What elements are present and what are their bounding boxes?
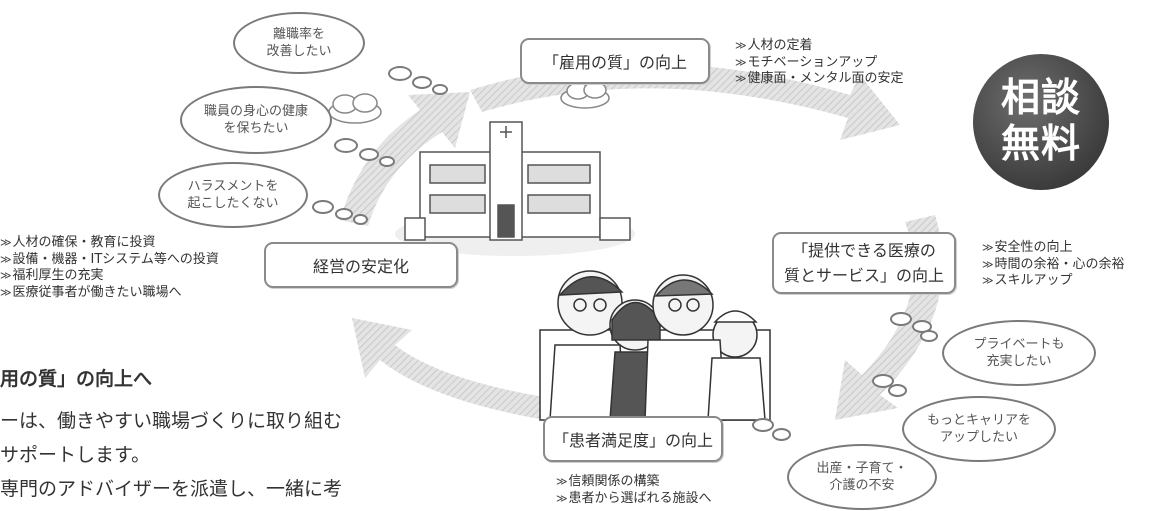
thought-harassment-tail-1 — [312, 200, 334, 214]
list-care-benefits: 安全性の向上 時間の余裕・心の余裕 スキルアップ — [982, 240, 1125, 290]
thought-childcare-line2: 介護の不安 — [829, 478, 895, 493]
box-patient-satisfaction-label: 「患者満足度」の向上 — [552, 431, 713, 450]
box-management-stability: 経営の安定化 — [264, 242, 458, 288]
body-text-line2: サポートします。 — [0, 444, 151, 466]
list-management-benefits: 人材の確保・教育に投資 設備・機器・ITシステム等への投資 福利厚生の充実 医療… — [0, 235, 219, 301]
thought-childcare-tail-2 — [772, 428, 791, 441]
cloud-right — [560, 81, 610, 109]
list-item: 信頼関係の構築 — [556, 474, 712, 491]
list-item: 設備・機器・ITシステム等への投資 — [0, 252, 219, 269]
thought-private-line2: 充実したい — [986, 354, 1052, 369]
thought-health-tail-3 — [379, 156, 395, 167]
thought-harassment-line1: ハラスメントを — [187, 179, 279, 194]
thought-harassment-tail-2 — [335, 208, 353, 220]
box-patient-satisfaction: 「患者満足度」の向上 — [543, 416, 723, 462]
box-care-quality-line1: 「提供できる医療の — [792, 241, 936, 260]
thought-turnover: 離職率を 改善したい — [233, 12, 365, 74]
thought-career: もっとキャリアを アップしたい — [902, 396, 1056, 462]
thought-health-line2: を保ちたい — [223, 121, 289, 136]
thought-private-tail-3 — [920, 330, 938, 342]
thought-health-line1: 職員の身心の健康 — [203, 104, 308, 119]
free-consultation-line2: 無料 — [1000, 122, 1081, 167]
thought-career-line2: アップしたい — [939, 430, 1018, 445]
box-care-quality-line2: 質とサービス」の向上 — [783, 266, 944, 285]
thought-private: プライベートも 充実したい — [942, 320, 1096, 386]
thought-turnover-line2: 改善したい — [266, 44, 332, 59]
cloud-left — [328, 93, 382, 124]
box-employment-quality-label: 「雇用の質」の向上 — [542, 53, 687, 72]
thought-health-tail-1 — [334, 138, 358, 153]
list-item: 健康面・メンタル面の安定 — [735, 71, 904, 88]
thought-career-line1: もっとキャリアを — [926, 413, 1031, 428]
thought-turnover-tail-1 — [388, 66, 412, 81]
list-item: 医療従事者が働きたい職場へ — [0, 285, 219, 302]
box-management-stability-label: 経営の安定化 — [312, 257, 409, 276]
box-employment-quality: 「雇用の質」の向上 — [520, 38, 710, 84]
list-item: 安全性の向上 — [982, 240, 1125, 257]
body-text-line1: ーは、働きやすい職場づくりに取り組む — [0, 410, 343, 432]
thought-harassment: ハラスメントを 起こしたくない — [158, 162, 308, 228]
list-item: モチベーションアップ — [735, 55, 904, 72]
list-item: 福利厚生の充実 — [0, 268, 219, 285]
thought-childcare-line1: 出産・子育て・ — [816, 461, 908, 476]
free-consultation-badge: 相談 無料 — [973, 54, 1109, 190]
list-item: スキルアップ — [982, 273, 1125, 290]
list-item: 人材の確保・教育に投資 — [0, 235, 219, 252]
list-item: 人材の定着 — [735, 38, 904, 55]
list-item: 時間の余裕・心の余裕 — [982, 257, 1125, 274]
thought-career-tail-2 — [888, 384, 907, 397]
thought-turnover-line1: 離職率を — [272, 27, 325, 42]
free-consultation-line1: 相談 — [1000, 76, 1081, 121]
thought-turnover-tail-2 — [412, 76, 432, 89]
thought-private-line1: プライベートも — [973, 337, 1065, 352]
medical-staff — [539, 270, 771, 421]
section-heading: 用の質」の向上へ — [0, 368, 153, 390]
thought-private-tail-1 — [890, 312, 912, 326]
thought-health: 職員の身心の健康 を保ちたい — [180, 86, 332, 154]
thought-career-tail-1 — [872, 374, 894, 388]
thought-health-tail-2 — [359, 148, 379, 161]
body-text-line3: 専門のアドバイザーを派遣し、一緒に考 — [0, 478, 343, 500]
list-patient-benefits: 信頼関係の構築 患者から選ばれる施設へ — [556, 474, 712, 507]
thought-childcare-tail-1 — [752, 418, 774, 432]
thought-harassment-tail-3 — [353, 214, 368, 225]
list-item: 患者から選ばれる施設へ — [556, 491, 712, 508]
thought-harassment-line2: 起こしたくない — [187, 196, 279, 211]
list-employment-benefits: 人材の定着 モチベーションアップ 健康面・メンタル面の安定 — [735, 38, 904, 88]
cycle-arrow-bottom — [352, 318, 550, 420]
box-care-quality: 「提供できる医療の 質とサービス」の向上 — [772, 232, 956, 294]
hospital-building — [395, 121, 635, 256]
thought-childcare: 出産・子育て・ 介護の不安 — [787, 444, 937, 510]
thought-turnover-tail-3 — [432, 84, 448, 95]
cycle-arrow-left — [340, 92, 470, 226]
